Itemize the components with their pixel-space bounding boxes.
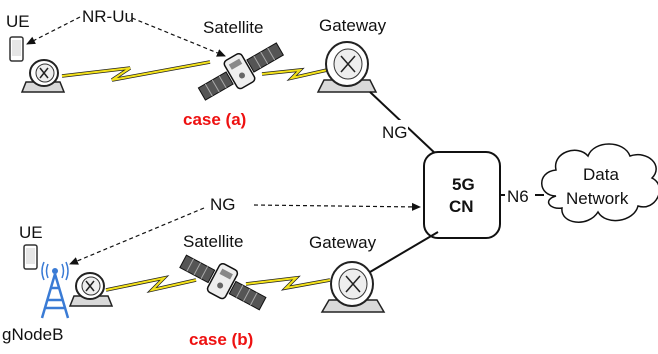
ng-link-b	[369, 231, 439, 273]
user-link-lightning-a	[61, 60, 211, 82]
satellite-label-bottom: Satellite	[183, 232, 243, 251]
ue-dish-antenna-icon-top	[20, 59, 66, 93]
data-network-label-line2: Network	[566, 189, 629, 208]
nr-uu-arrow-to-satellite	[131, 17, 226, 57]
ng-arrow-to-gnodeb	[69, 207, 205, 265]
case-a-label: case (a)	[183, 110, 246, 129]
satellite-icon-a	[197, 42, 285, 101]
ng-label-mid: NG	[210, 195, 236, 214]
ue-label-top: UE	[6, 12, 30, 31]
user-link-lightning-b	[105, 275, 197, 294]
ue-phone-icon-top	[9, 36, 24, 62]
gateway-dish-icon-a	[316, 41, 378, 93]
ue-label-bottom: UE	[19, 223, 43, 242]
gnodeb-label: gNodeB	[2, 325, 63, 344]
satellite-icon-b	[179, 254, 267, 311]
5g-cn-box	[423, 151, 501, 239]
nr-uu-label: NR-Uu	[82, 7, 134, 26]
ng-arrow-to-cn	[253, 202, 421, 211]
satellite-label-top: Satellite	[203, 18, 263, 37]
gnodeb-tower-icon	[40, 261, 70, 319]
gateway-label-top: Gateway	[319, 16, 387, 35]
cn-label-line1: 5G	[452, 175, 475, 194]
ng-label-top: NG	[382, 123, 408, 142]
gnodeb-dish-antenna-icon	[68, 272, 114, 307]
feeder-link-lightning-a	[261, 66, 337, 82]
ue-phone-icon-bottom	[23, 244, 38, 270]
data-network-cloud	[541, 143, 658, 223]
data-network-label-line1: Data	[583, 165, 619, 184]
case-b-label: case (b)	[189, 330, 253, 349]
cn-label-line2: CN	[449, 197, 474, 216]
gateway-dish-icon-b	[320, 261, 386, 313]
feeder-link-lightning-b	[245, 275, 331, 291]
n6-label: N6	[507, 187, 529, 206]
gateway-label-bottom: Gateway	[309, 233, 377, 252]
nr-uu-arrow-to-ue	[26, 16, 81, 45]
